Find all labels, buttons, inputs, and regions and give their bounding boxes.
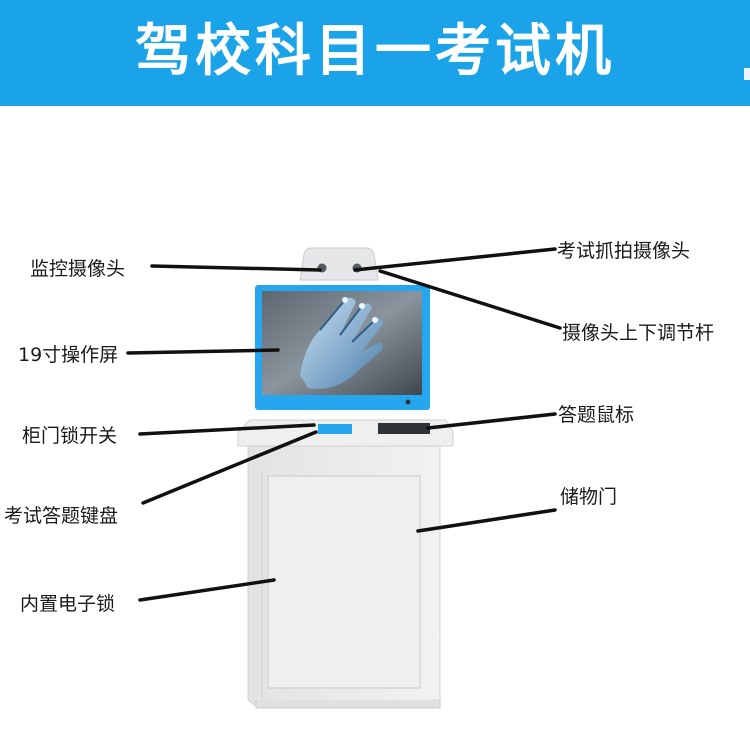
leader-storage-door: [416, 508, 557, 533]
label-lock-switch: 柜门锁开关: [22, 425, 118, 447]
label-camera-adjuster: 摄像头上下调节杆: [562, 322, 715, 344]
cabinet: [247, 445, 441, 709]
page-title: 驾校科目一考试机: [135, 18, 615, 84]
keyboard: [318, 424, 352, 434]
leader-screen: [126, 348, 280, 355]
leader-capture-camera: [353, 247, 557, 272]
label-mouse: 答题鼠标: [558, 404, 635, 426]
leader-lock-switch: [138, 423, 316, 436]
leader-mouse: [426, 412, 557, 430]
leader-camera-adjuster: [378, 269, 562, 330]
label-keyboard: 考试答题键盘: [4, 505, 119, 527]
leader-monitor-camera: [150, 264, 322, 272]
label-screen: 19寸操作屏: [18, 344, 119, 366]
desk-top: [237, 419, 454, 447]
leader-e-lock: [138, 578, 276, 602]
mouse-pad: [378, 423, 430, 434]
frame-indicator: [405, 399, 411, 405]
banner-edge-mark: [744, 68, 750, 80]
robot-hand-illustration: [300, 297, 383, 389]
camera-bracket: [299, 247, 379, 281]
label-capture-camera: 考试抓拍摄像头: [557, 240, 691, 262]
leader-keyboard: [141, 430, 318, 505]
label-storage-door: 储物门: [560, 486, 618, 508]
monitor: [255, 285, 430, 410]
label-e-lock: 内置电子锁: [20, 593, 116, 615]
storage-door: [267, 475, 421, 689]
leader-lines: [126, 247, 562, 602]
label-monitor-camera: 监控摄像头: [30, 258, 126, 280]
title-banner: 驾校科目一考试机: [0, 0, 750, 106]
